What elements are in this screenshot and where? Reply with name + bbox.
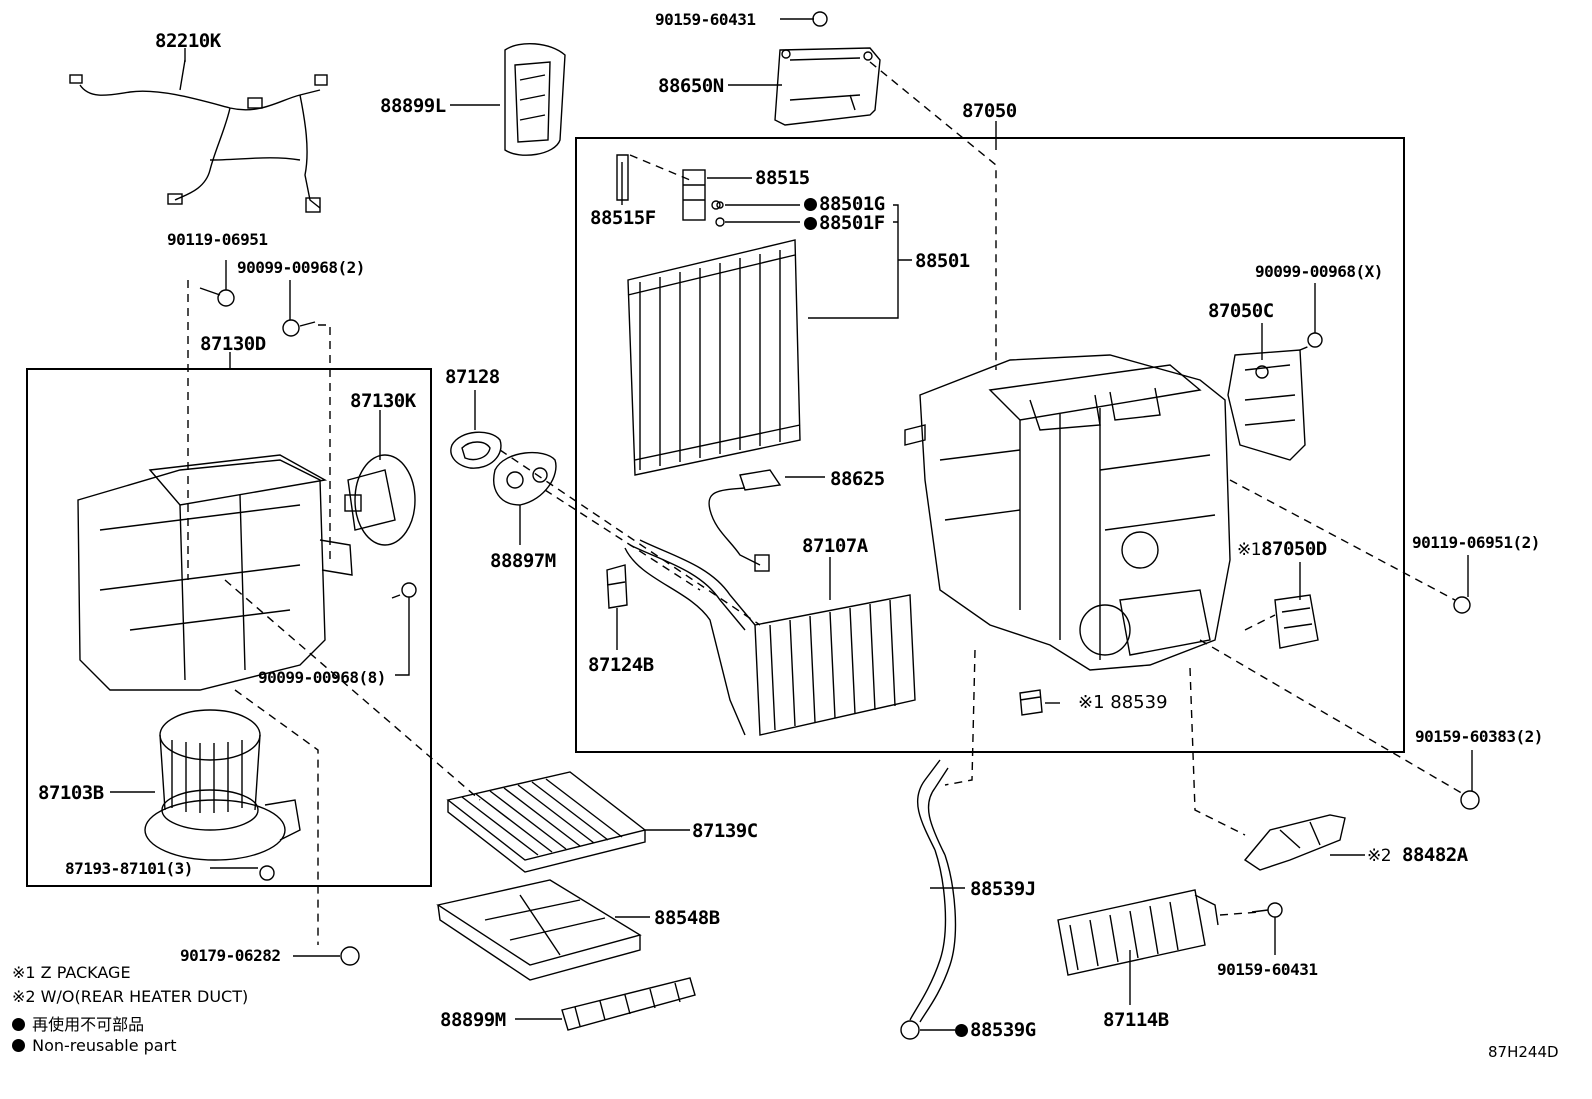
label-88650n: 88650N [658,75,724,97]
sensor-88625-drawing [708,469,782,572]
air-filter-87139c-drawing [446,771,647,873]
label-88539j: 88539J [970,878,1036,900]
clip-87124b-drawing [606,564,628,609]
label-87050d: ※187050D [1237,538,1327,560]
legend-note-1: ※1 Z PACKAGE [12,963,131,982]
label-87050d-text: 87050D [1261,538,1327,560]
label-88539g: 88539G [955,1019,1036,1041]
non-reusable-mark [804,217,817,230]
label-88539g-text: 88539G [970,1019,1036,1041]
label-87050c: 87050C [1208,300,1274,322]
label-90119-06951: 90119-06951 [167,230,268,249]
module-88650n-drawing [774,47,881,126]
dashed-connection-lines [187,61,1466,945]
label-88501: 88501 [915,250,970,272]
label-87114b: 87114B [1103,1009,1169,1031]
non-reusable-mark [804,198,817,211]
label-88501g-text: 88501G [819,193,885,215]
label-87103b: 87103B [38,782,104,804]
label-88482a-prefix: ※2 [1367,846,1392,866]
label-88501f: 88501F [804,212,885,234]
label-88515: 88515 [755,167,810,189]
label-88897m: 88897M [490,550,556,572]
label-90099-00968-2: 90099-00968(2) [237,258,365,277]
blower-group-box [26,368,432,887]
servo-87050d-drawing [1274,594,1319,649]
label-88501g: 88501G [804,193,885,215]
non-reusable-mark [12,1018,25,1031]
valve-88515-drawing [616,154,725,227]
legend-note-2: ※2 W/O(REAR HEATER DUCT) [12,987,249,1006]
bushing-88539-drawing [1019,689,1043,716]
blower-case-87130d-drawing [77,454,353,691]
label-87107a: 87107A [802,535,868,557]
filter-case-88548b-drawing [436,879,642,981]
label-88539-prefix: ※1 [1078,692,1105,713]
label-88899m: 88899M [440,1009,506,1031]
legend-note-4: Non-reusable part [12,1036,176,1055]
label-90159-60383-2: 90159-60383(2) [1415,727,1543,746]
label-87050: 87050 [962,100,1017,122]
duct-88482a-drawing [1243,814,1346,871]
servo-87130k-drawing [344,454,416,546]
drain-hose-88539j-drawing [900,759,957,1040]
label-87124b: 87124B [588,654,654,676]
label-90179-06282: 90179-06282 [180,946,281,965]
label-90159-60431-bottom: 90159-60431 [1217,960,1318,979]
label-88548b: 88548B [654,907,720,929]
legend-note-4-text: Non-reusable part [32,1036,177,1055]
label-87050d-prefix: ※1 [1237,540,1262,560]
ptc-heater-87114b-drawing [1057,889,1219,976]
evaporator-88501-drawing [627,239,801,476]
grip-88899l-drawing [504,42,566,156]
servo-87050c-drawing [1227,349,1306,461]
label-88625: 88625 [830,468,885,490]
legend-note-3: 再使用不可部品 [12,1011,144,1035]
diagram-code: 87H244D [1488,1043,1559,1061]
label-87130d: 87130D [200,333,266,355]
legend-note-3-text: 再使用不可部品 [32,1015,145,1034]
label-87139c: 87139C [692,820,758,842]
label-88515f: 88515F [590,207,656,229]
label-90099-00968-x: 90099-00968(X) [1255,262,1383,281]
label-88539: ※1 88539 [1078,692,1168,713]
seal-87128-drawing [450,431,502,469]
label-88482a-text: 88482A [1402,844,1468,866]
label-88482a: ※2 88482A [1367,844,1468,866]
label-87193-87101-3: 87193-87101(3) [65,859,193,878]
blower-motor-87103b-drawing [144,709,301,861]
label-88899l: 88899L [380,95,446,117]
hvac-unit-87050-drawing [904,354,1231,671]
non-reusable-mark [955,1024,968,1037]
label-88539-text: 88539 [1110,692,1168,713]
label-87128: 87128 [445,366,500,388]
label-87130k: 87130K [350,390,416,412]
label-88501f-text: 88501F [819,212,885,234]
cover-88899m-drawing [561,977,696,1031]
label-90119-06951-2: 90119-06951(2) [1412,533,1540,552]
label-90099-00968-8: 90099-00968(8) [258,668,386,687]
unit-group-box [575,137,1405,753]
non-reusable-mark [12,1039,25,1052]
wire-harness-82210k-drawing [69,59,328,213]
leader-lines [110,18,1473,1031]
label-82210k: 82210K [155,30,221,52]
heater-core-87107a-drawing [624,539,916,736]
label-90159-60431-top: 90159-60431 [655,10,756,29]
plate-88897m-drawing [493,451,557,506]
